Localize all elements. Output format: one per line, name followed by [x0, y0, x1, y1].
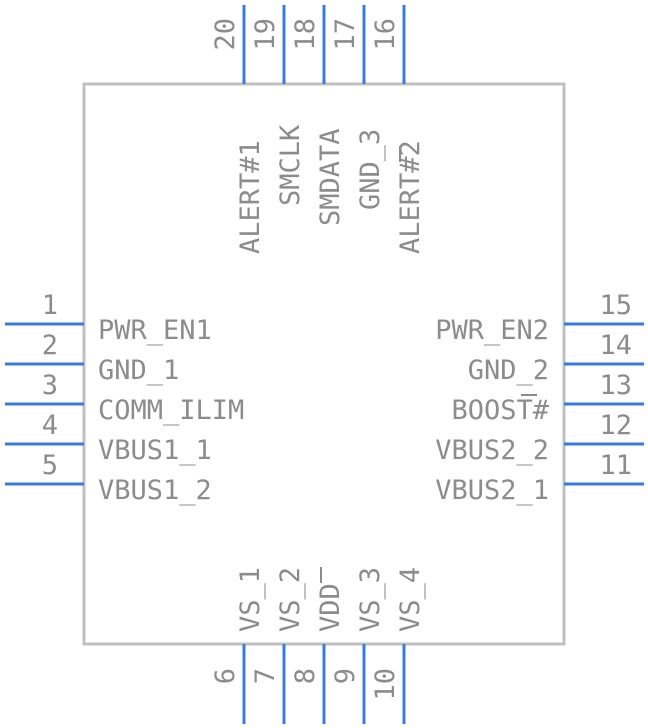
pin-10[interactable]: 10 VS_4 [370, 567, 426, 724]
pin-14[interactable]: 14 GND_2 [468, 330, 644, 386]
pin-1[interactable]: 1 PWR_EN1 [5, 290, 212, 346]
pin-12[interactable]: 12 VBUS2_2 [435, 410, 644, 466]
pin-9[interactable]: 9 VS_3 [330, 567, 386, 724]
pin-16-number: 16 [370, 18, 401, 51]
pin-12-number: 12 [599, 410, 632, 441]
pin-15-number: 15 [599, 290, 632, 321]
pin-9-label: VS_3 [355, 567, 386, 632]
pin-19-number: 19 [250, 18, 281, 51]
pin-17[interactable]: 17 GND_3 [330, 5, 386, 210]
pin-3-number: 3 [42, 370, 58, 401]
pin-7[interactable]: 7 VS_2 [250, 567, 306, 724]
pin-14-label: GND_2 [468, 355, 549, 386]
pin-7-number: 7 [250, 668, 281, 684]
pin-19[interactable]: 19 SMCLK [250, 5, 306, 206]
pin-2[interactable]: 2 GND_1 [5, 330, 179, 386]
pin-6-number: 6 [210, 668, 241, 684]
pin-7-label: VS_2 [275, 567, 306, 632]
pin-10-number: 10 [370, 668, 401, 701]
pin-8-number: 8 [290, 668, 321, 684]
pin-13-label: BOOST# [451, 395, 549, 426]
pin-11-number: 11 [599, 450, 632, 481]
pin-4-label: VBUS1_1 [98, 435, 212, 466]
pin-20[interactable]: 20 ALERT#1 [210, 5, 266, 254]
pin-12-label: VBUS2_2 [435, 435, 549, 466]
pin-17-label: GND_3 [355, 129, 386, 210]
pin-4[interactable]: 4 VBUS1_1 [5, 410, 212, 466]
pin-20-label: ALERT#1 [235, 140, 266, 254]
pin-2-label: GND_1 [98, 355, 179, 386]
pin-18-label: SMDATA [315, 128, 346, 226]
pin-3-label: COMM_ILIM [98, 395, 244, 426]
pin-15-label: PWR_EN2 [435, 315, 549, 346]
pin-8[interactable]: 8 VDD [290, 583, 346, 724]
pin-1-number: 1 [42, 290, 58, 321]
pin-13[interactable]: 13 BOOST# [451, 370, 644, 426]
pin-17-number: 17 [330, 18, 361, 51]
pin-6-label: VS_1 [235, 567, 266, 632]
pin-11-label: VBUS2_1 [435, 475, 549, 506]
pin-5[interactable]: 5 VBUS1_2 [5, 450, 212, 506]
pin-20-number: 20 [210, 18, 241, 51]
pin-5-number: 5 [42, 450, 58, 481]
pin-10-label: VS_4 [395, 567, 426, 632]
pin-18[interactable]: 18 SMDATA [290, 5, 346, 226]
pin-2-number: 2 [42, 330, 58, 361]
pin-13-number: 13 [599, 370, 632, 401]
pin-19-label: SMCLK [275, 124, 306, 206]
pin-6[interactable]: 6 VS_1 [210, 567, 266, 724]
pin-11[interactable]: 11 VBUS2_1 [435, 450, 644, 506]
pin-5-label: VBUS1_2 [98, 475, 212, 506]
pin-8-label: VDD [315, 583, 346, 632]
pin-15[interactable]: 15 PWR_EN2 [435, 290, 644, 346]
pin-9-number: 9 [330, 668, 361, 684]
pin-1-label: PWR_EN1 [98, 315, 212, 346]
pin-14-number: 14 [599, 330, 632, 361]
pin-18-number: 18 [290, 18, 321, 51]
pin-3[interactable]: 3 COMM_ILIM [5, 370, 244, 426]
pin-4-number: 4 [42, 410, 58, 441]
